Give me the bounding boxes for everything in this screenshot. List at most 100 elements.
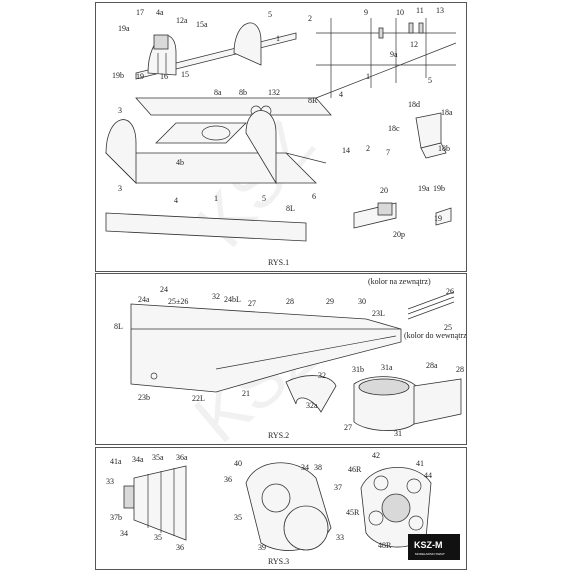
- label: 18c: [388, 124, 400, 133]
- label: 15a: [196, 20, 208, 29]
- label: 9a: [390, 50, 398, 59]
- label: 16: [160, 72, 168, 81]
- label: 46R: [348, 465, 362, 474]
- label: 40: [234, 459, 242, 468]
- label: 38: [314, 463, 322, 472]
- part-20: [353, 202, 452, 229]
- label: 31: [394, 429, 402, 438]
- label: 34: [120, 529, 128, 538]
- label: 8L: [286, 204, 295, 213]
- engine-middle: [245, 462, 332, 551]
- label: 132: [268, 88, 280, 97]
- label: 28: [456, 365, 464, 374]
- panel-rys-1: KSZ: [95, 2, 467, 272]
- label: 35: [234, 513, 242, 522]
- label: 8b: [239, 88, 247, 97]
- label: 28a: [426, 361, 438, 370]
- label: 27: [248, 299, 256, 308]
- label: 32: [318, 371, 326, 380]
- engine-right: [360, 467, 432, 548]
- label: 13: [436, 6, 444, 15]
- label: 3: [118, 184, 122, 193]
- label: 36: [176, 543, 184, 552]
- label: 5: [262, 194, 266, 203]
- label: 10: [396, 8, 404, 17]
- label: 25±26: [168, 297, 188, 306]
- label: 24a: [138, 295, 150, 304]
- label: 6: [312, 192, 316, 201]
- label: 32a: [306, 401, 318, 410]
- label: 19a: [418, 184, 430, 193]
- label: 36a: [176, 453, 188, 462]
- label: 31b: [352, 365, 364, 374]
- cowling-left: [123, 465, 187, 541]
- label: 9: [364, 8, 368, 17]
- part-32: [285, 375, 337, 413]
- label: 4b: [176, 158, 184, 167]
- logo-text: KSZ-M: [414, 540, 443, 550]
- panel-caption: RYS.3: [268, 557, 289, 566]
- label: 39: [258, 543, 266, 552]
- label: 14: [342, 146, 350, 155]
- label: 12a: [176, 16, 188, 25]
- panel-caption: RYS.2: [268, 431, 289, 440]
- label: 11: [416, 6, 424, 15]
- diagram-rys-2: KSZ: [114, 277, 466, 444]
- label: 32: [212, 292, 220, 301]
- label: 36: [224, 475, 232, 484]
- label: 21: [242, 389, 250, 398]
- label: 4: [339, 90, 343, 99]
- label: 20: [380, 186, 388, 195]
- label: 17: [136, 8, 144, 17]
- label: 20p: [393, 230, 405, 239]
- label: 19: [434, 214, 442, 223]
- label: 25: [444, 323, 452, 332]
- label: 29: [326, 297, 334, 306]
- strip-8a: [135, 97, 332, 117]
- diagram-rys-3: 41a 34a 35a 36a 33 37b 34 35 36 40 36 35…: [106, 451, 460, 566]
- fuselage: [130, 303, 402, 393]
- labels-rys-2: 24 24a 25±26 32 24bL 27 28 29 30 23L 8L …: [114, 277, 466, 438]
- labels-rys-1: 17 4a 12a 15a 19a 5 1 19b 19 16 15 2 9 1…: [112, 6, 453, 239]
- label: 28: [286, 297, 294, 306]
- label: 1: [276, 34, 280, 43]
- label: 23b: [138, 393, 150, 402]
- labels-rys-3: 41a 34a 35a 36a 33 37b 34 35 36 40 36 35…: [106, 451, 432, 552]
- label: 1: [366, 72, 370, 81]
- note: (kolor do wewnątrz): [404, 331, 466, 340]
- label: 3: [118, 106, 122, 115]
- assembly-frame-1: [135, 22, 297, 80]
- engine-31: [353, 376, 462, 431]
- label: 18b: [438, 144, 450, 153]
- label: 4a: [156, 8, 164, 17]
- label: 22L: [192, 394, 205, 403]
- struts-25-26: [407, 291, 455, 320]
- label: 15: [181, 70, 189, 79]
- label: 2: [308, 14, 312, 23]
- label: 37b: [110, 513, 122, 522]
- label: 35: [154, 533, 162, 542]
- label: 24: [160, 285, 168, 294]
- label: 5: [428, 76, 432, 85]
- label: 33: [336, 533, 344, 542]
- label: 33: [106, 477, 114, 486]
- panel-rys-3: 41a 34a 35a 36a 33 37b 34 35 36 40 36 35…: [95, 447, 467, 570]
- label: 8L: [114, 322, 123, 331]
- label: 23L: [372, 309, 385, 318]
- label: 18d: [408, 100, 420, 109]
- diagram-rys-1: KSZ: [105, 6, 457, 267]
- label: 48R: [378, 541, 392, 550]
- label: 24bL: [224, 295, 241, 304]
- assembly-frame-2: [315, 18, 457, 99]
- label: 34: [301, 463, 309, 472]
- label: 31a: [381, 363, 393, 372]
- label: 42: [372, 451, 380, 460]
- label: 8R: [308, 96, 318, 105]
- label: 35a: [152, 453, 164, 462]
- label: 4: [174, 196, 178, 205]
- note: (kolor na zewnątrz): [368, 277, 431, 286]
- label: 41: [416, 459, 424, 468]
- label: 12: [410, 40, 418, 49]
- seat-18: [415, 112, 447, 159]
